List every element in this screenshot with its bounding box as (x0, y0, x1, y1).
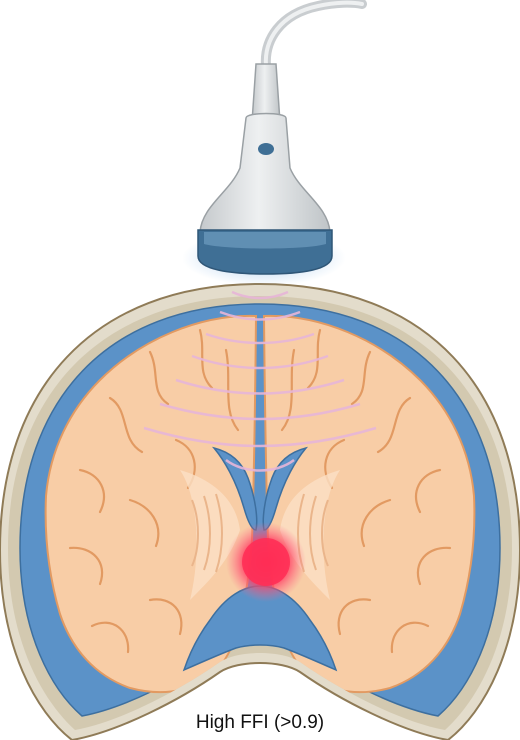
hemorrhage-hotspot-icon (226, 522, 306, 602)
ultrasound-probe-icon (198, 3, 362, 274)
caption: High FFI (>0.9) (0, 712, 520, 734)
